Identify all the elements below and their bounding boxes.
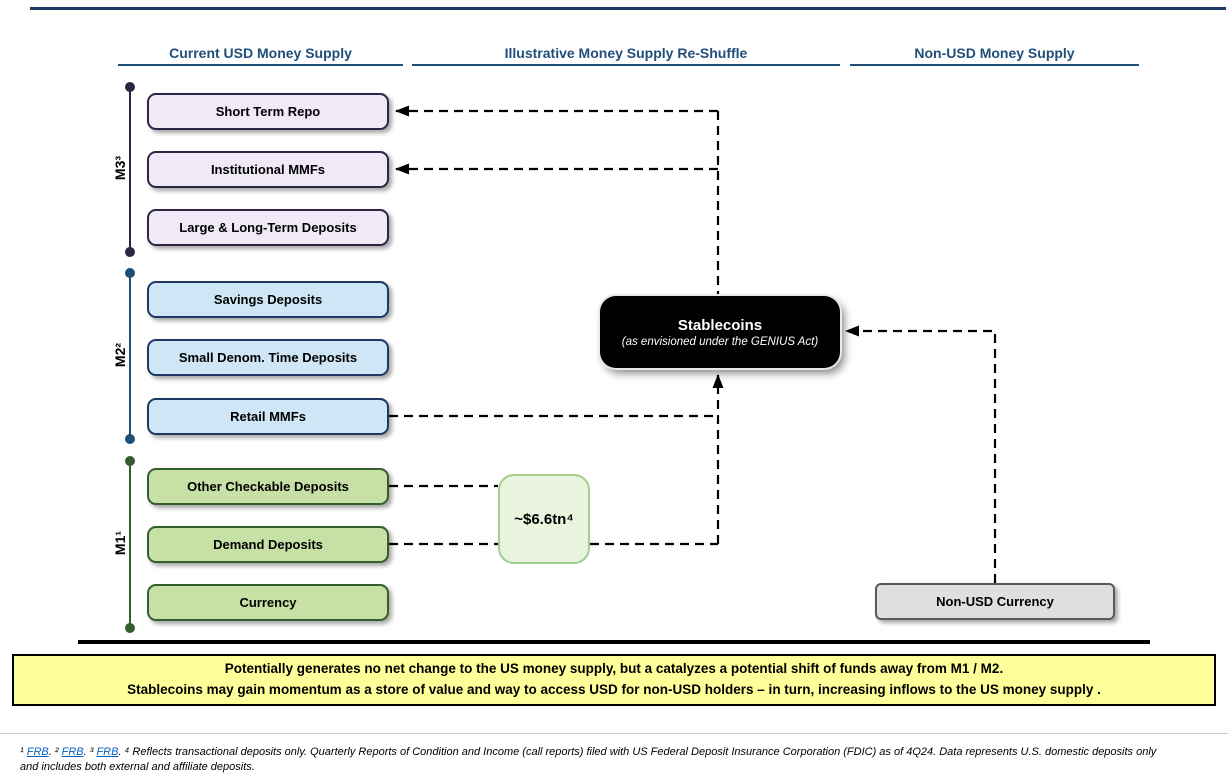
frb-link-1[interactable]: FRB (26, 746, 49, 758)
footnote-marker-4: ⁴ (124, 746, 133, 758)
stablecoins-subtitle: (as envisioned under the GENIUS Act) (621, 335, 819, 348)
frb-link-3[interactable]: FRB (96, 746, 119, 758)
box-retail-mmfs: Retail MMFs (147, 398, 389, 435)
m2-bracket-line (129, 273, 131, 439)
box-savings-deposits: Savings Deposits (147, 281, 389, 318)
footnote-sep-1: . (48, 746, 55, 758)
column-header-non-usd: Non-USD Money Supply (914, 45, 1075, 61)
box-non-usd-currency: Non-USD Currency (875, 583, 1115, 620)
column-header-reshuffle: Illustrative Money Supply Re-Shuffle (504, 45, 748, 61)
banner-line-1: Potentially generates no net change to t… (224, 661, 1004, 677)
footnote-sep-2: . (83, 746, 90, 758)
box-currency: Currency (147, 584, 389, 621)
footnote-marker-1: ¹ (20, 746, 27, 758)
top-divider-line (30, 7, 1226, 10)
footnote-sep-3: . (118, 746, 125, 758)
m3-bracket-dot-bottom (125, 247, 135, 257)
footnote-marker-3: ³ (89, 746, 97, 758)
takeaway-banner: Potentially generates no net change to t… (12, 654, 1216, 706)
box-large-long-term-deposits: Large & Long-Term Deposits (147, 209, 389, 246)
stablecoins-box: Stablecoins (as envisioned under the GEN… (600, 296, 840, 368)
box-short-term-repo: Short Term Repo (147, 93, 389, 130)
footnote-marker-2: ² (54, 746, 62, 758)
footnote-text: Reflects transactional deposits only. Qu… (20, 746, 1157, 774)
m2-bracket-dot-bottom (125, 434, 135, 444)
m1-bracket-line (129, 461, 131, 628)
banner-line-2: Stablecoins may gain momentum as a store… (127, 682, 1101, 697)
footnote-separator (0, 733, 1228, 734)
box-small-denom-time-deposits: Small Denom. Time Deposits (147, 339, 389, 376)
footnotes: ¹ FRB. ² FRB. ³ FRB. ⁴ Reflects transact… (20, 745, 1165, 776)
box-demand-deposits: Demand Deposits (147, 526, 389, 563)
amount-box: ~$6.6tn⁴ (498, 474, 590, 564)
column-underline-middle (412, 64, 840, 66)
frb-link-2[interactable]: FRB (61, 746, 84, 758)
m1-bracket-dot-bottom (125, 623, 135, 633)
column-header-current-usd: Current USD Money Supply (169, 45, 352, 61)
group-label-m3: M3³ (112, 155, 128, 181)
group-label-m2: M2² (112, 342, 128, 368)
column-underline-right (850, 64, 1139, 66)
arrow-nonusd-to-stablecoins (845, 325, 997, 583)
m3-bracket-line (129, 87, 131, 252)
group-label-m1: M1¹ (112, 530, 128, 556)
stablecoins-title: Stablecoins (677, 316, 763, 334)
thick-bottom-line (78, 640, 1150, 644)
column-underline-left (118, 64, 403, 66)
box-institutional-mmfs: Institutional MMFs (147, 151, 389, 188)
box-other-checkable-deposits: Other Checkable Deposits (147, 468, 389, 505)
